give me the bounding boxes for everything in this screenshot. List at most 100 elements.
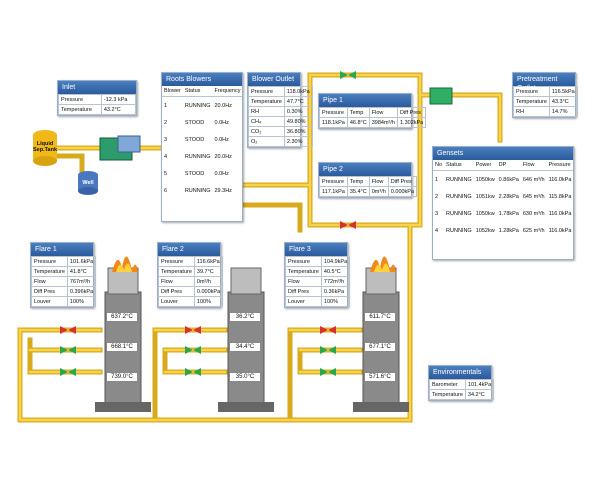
genset-flow: 630 m³/h — [522, 210, 545, 217]
flare-label: Louver — [285, 296, 322, 307]
genset-power: 1050kw — [475, 176, 495, 183]
flare-value: 100% — [66, 296, 97, 307]
pretreat-label: RH — [513, 106, 550, 117]
liquid-sep-tank-label: Liquid Sep.Tank — [32, 141, 58, 153]
flare-value: 0.36kPa — [320, 286, 351, 297]
outlet-value: 47.7°C — [283, 96, 313, 107]
genset-status: RUNNING — [446, 210, 472, 217]
gensets-header: No — [433, 160, 445, 171]
flare-label: Diff Pres — [285, 286, 322, 297]
blower-no: 6 — [164, 187, 168, 194]
flare-label: Diff Pres — [31, 286, 68, 297]
pipe1-value: 1.302kPa — [396, 117, 427, 128]
flare-value: 100% — [193, 296, 224, 307]
outlet-label: RH — [248, 106, 285, 117]
genset-no: 4 — [435, 227, 439, 234]
pipe1-value: 3984m³/h — [368, 117, 398, 128]
blower-no: 1 — [164, 102, 168, 109]
genset-status: RUNNING — [446, 193, 472, 200]
pipe2-title: Pipe 2 — [319, 163, 411, 176]
valves — [60, 71, 356, 376]
flare-value: 41.8°C — [66, 266, 97, 277]
blower-no: 5 — [164, 170, 168, 177]
pipe1-value: 46.8°C — [346, 117, 370, 128]
flare-value: 104.9kPa — [320, 256, 351, 267]
outlet-label: Pressure — [248, 86, 285, 97]
flare-value: 0m³/h — [193, 276, 224, 287]
pipe2-header: Diff Pres — [387, 176, 418, 187]
flare2-temp-top: 36.2°C — [229, 312, 261, 322]
flare-label: Temperature — [285, 266, 322, 277]
flare3-temp-mid: 677.1°C — [364, 342, 396, 352]
pipe2-header: Flow — [368, 176, 389, 187]
genset-power: 1050kw — [475, 210, 495, 217]
genset-flow: 645 m³/h — [522, 193, 545, 200]
flare-label: Pressure — [158, 256, 195, 267]
pipe1-title: Pipe 1 — [319, 94, 411, 107]
pipe2-header: Temp — [346, 176, 370, 187]
pretreat-value: 14.7% — [548, 106, 578, 117]
outlet-value: 2.30% — [283, 136, 313, 147]
flare-label: Flow — [285, 276, 322, 287]
genset-no: 3 — [435, 210, 439, 217]
table-row[interactable]: 5 STOOD 0.0Hz — [162, 165, 242, 182]
inlet-title: Inlet — [58, 81, 136, 94]
flare1-temp-top: 637.2°C — [106, 312, 138, 322]
flare-label: Diff Pres — [158, 286, 195, 297]
pipe2-value: 0m³/h — [368, 186, 389, 197]
env-label: Barometer — [429, 379, 466, 390]
flare-value: 767m³/h — [66, 276, 97, 287]
flare-label: Louver — [31, 296, 68, 307]
flare2-title: Flare 2 — [158, 243, 220, 256]
blower-outlet-title: Blower Outlet — [248, 73, 300, 86]
pipe1-header: Temp — [346, 107, 370, 118]
pipe2-value: 35.4°C — [346, 186, 370, 197]
env-value: 34.2°C — [464, 389, 495, 400]
inlet-pressure-value: -12.3 kPa — [100, 94, 137, 105]
gensets-header: Pressure — [546, 160, 574, 171]
blower-status: STOOD — [184, 119, 205, 126]
flare-stacks — [95, 267, 409, 412]
blower-status: STOOD — [184, 170, 205, 177]
outlet-value: 118.0kPa — [283, 86, 313, 97]
blower-frequency: 0.0Hz — [214, 119, 229, 126]
roots-header-blower: Blower — [162, 86, 183, 97]
flare3-temp-top: 611.7°C — [364, 312, 396, 322]
outlet-value: 36.80% — [283, 126, 313, 137]
well-label: Well — [82, 180, 94, 186]
pipe1-value: 118.1kPa — [319, 117, 348, 128]
genset-no: 1 — [435, 176, 439, 183]
outlet-value: 49.80% — [283, 116, 313, 127]
blower-frequency: 20.0Hz — [214, 102, 232, 109]
genset-pressure: 116.0kPa — [548, 227, 572, 234]
flare2-temp-mid: 34.4°C — [229, 342, 261, 352]
genset-flow: 625 m³/h — [522, 227, 545, 234]
flare-label: Pressure — [285, 256, 322, 267]
flare-value: 101.6kPa — [66, 256, 97, 267]
gensets-panel: Gensets No Status Power DP Flow Pressure… — [432, 146, 574, 260]
flare1-temp-bottom: 739.0°C — [106, 372, 138, 382]
blower-status: RUNNING — [184, 102, 211, 109]
flare-value: 772m³/h — [320, 276, 351, 287]
blower-no: 3 — [164, 136, 168, 143]
outlet-label: CO₂ — [248, 126, 285, 137]
pretreat-title: Pretreatment Outlet — [513, 73, 575, 92]
flare-label: Flow — [158, 276, 195, 287]
genset-dp: 1.78kPa — [498, 210, 519, 217]
genset-status: RUNNING — [446, 176, 472, 183]
flare2-temp-bottom: 35.0°C — [229, 372, 261, 382]
blower-frequency: 0.0Hz — [214, 170, 229, 177]
